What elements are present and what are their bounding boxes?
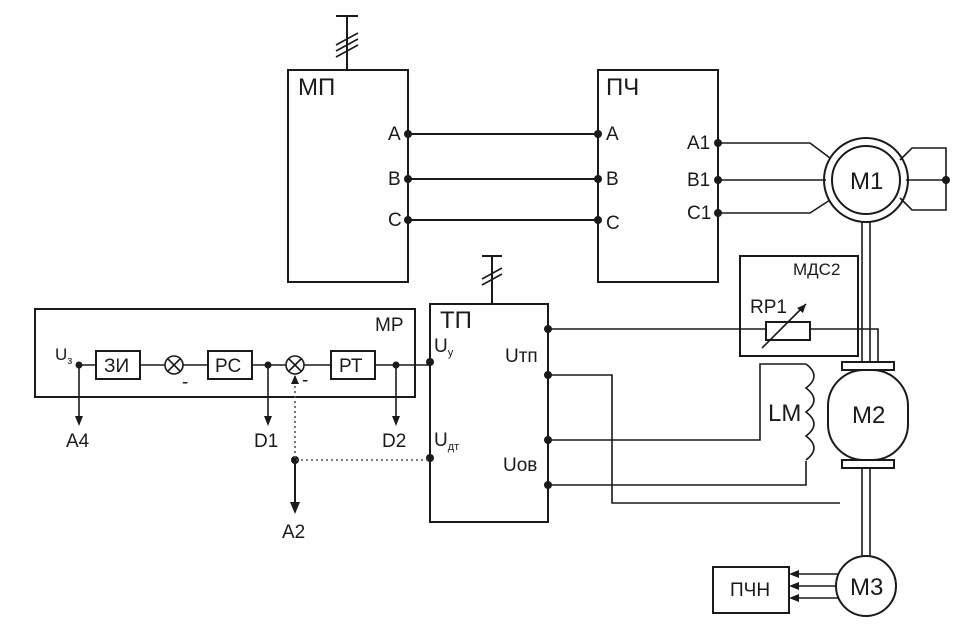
mp-label: МП	[298, 74, 335, 101]
m1-wiring	[718, 142, 950, 214]
pchn-label: ПЧН	[730, 580, 770, 601]
m1-label: M1	[850, 168, 883, 195]
tp-uy-label: Uу	[434, 336, 454, 359]
sum1-minus: -	[182, 372, 188, 393]
motor-m2: M2	[827, 361, 909, 469]
lm-label: LM	[768, 400, 801, 427]
mr-label: МР	[375, 315, 404, 336]
tp-utp-label: Uтп	[505, 346, 538, 367]
mds2-block: МДС2 RP1	[739, 255, 859, 357]
pch-terminal-a: A	[606, 124, 619, 145]
zi-label: ЗИ	[104, 356, 129, 377]
tp-block: ТП Uтп Uов Uу Uдт	[426, 255, 552, 523]
rs-label: РС	[215, 356, 241, 377]
pch-terminal-b1: B1	[687, 170, 710, 191]
pch-block: ПЧ A B C A1 B1 C1	[597, 69, 722, 283]
phase-bus-mp-pch	[404, 130, 602, 224]
rt-label: РТ	[339, 356, 363, 377]
pch-terminal-c: C	[606, 213, 620, 234]
m2-label: M2	[852, 402, 885, 429]
current-feedback	[291, 375, 430, 461]
output-d1: D1	[254, 431, 278, 452]
sum2-minus: -	[302, 370, 308, 391]
tp-uov-label: Uов	[503, 455, 537, 476]
test-outputs: A4 D1 D2 A2	[66, 365, 406, 543]
output-a2: A2	[282, 522, 305, 543]
mp-terminal-c: C	[388, 210, 402, 231]
mr-block: МР Uз ЗИ - РС - РТ	[34, 308, 430, 398]
mp-terminal-b: B	[388, 169, 401, 190]
motor-m1: M1	[823, 137, 909, 223]
mechanical-shaft	[861, 222, 871, 556]
rp1-label: RP1	[750, 297, 787, 318]
output-a4: A4	[66, 431, 90, 452]
mp-terminal-a: A	[388, 124, 401, 145]
tp-output-wiring	[548, 328, 879, 504]
tp-udt-label: Uдт	[434, 430, 459, 453]
tp-label: ТП	[440, 307, 472, 334]
mr-uz-label: Uз	[55, 345, 72, 367]
mp-block: МП A B C	[287, 15, 409, 283]
motor-m3: M3	[835, 555, 897, 617]
field-winding-lm: LM	[768, 363, 815, 461]
output-d2: D2	[382, 431, 406, 452]
m3-label: M3	[850, 574, 883, 601]
pch-label: ПЧ	[606, 74, 639, 101]
pch-terminal-a1: A1	[687, 133, 710, 154]
pchn-block: ПЧН	[712, 566, 838, 614]
pch-terminal-b: B	[606, 169, 619, 190]
mds2-label: МДС2	[793, 260, 840, 279]
pch-terminal-c1: C1	[687, 203, 711, 224]
